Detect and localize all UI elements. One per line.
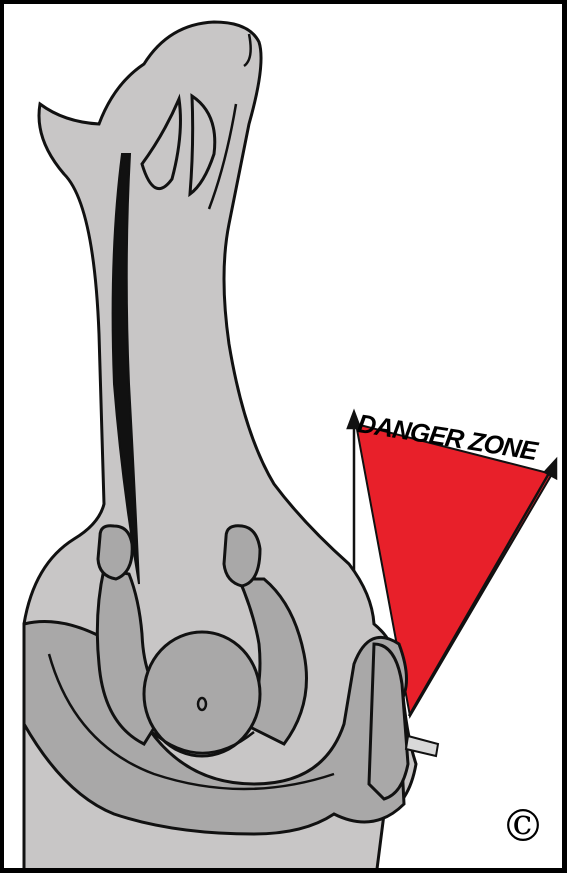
helmet-button (198, 698, 206, 710)
copyright-symbol: © (500, 804, 546, 850)
rider-fist-right (224, 526, 260, 586)
rider-fist-left (98, 526, 132, 579)
rider-helmet (144, 632, 260, 756)
